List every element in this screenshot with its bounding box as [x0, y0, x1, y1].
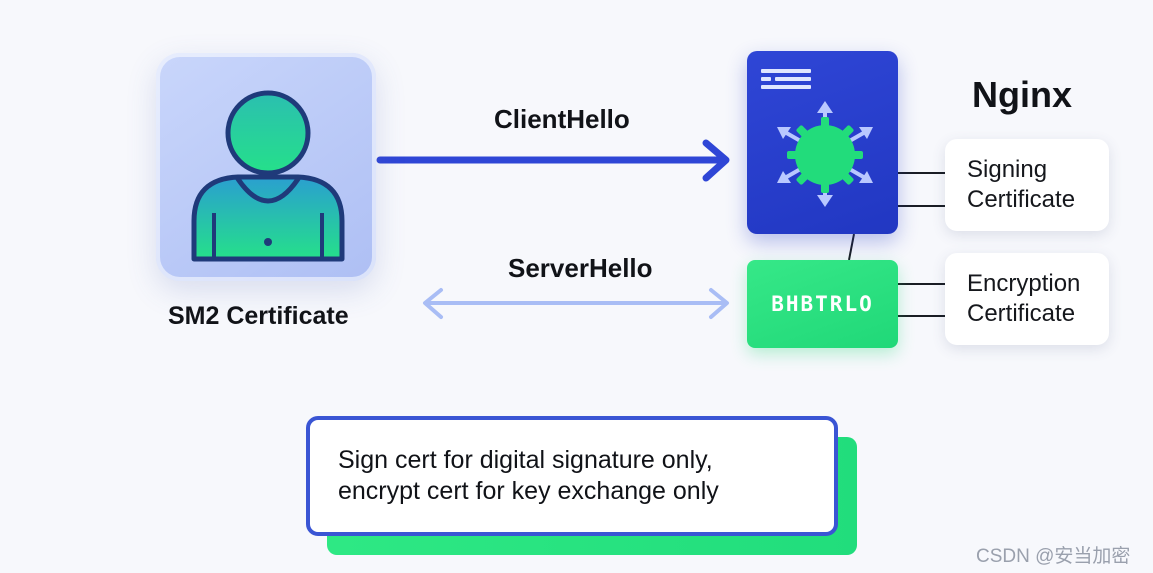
gear-network-icon	[761, 69, 873, 207]
signing-connectors	[898, 172, 945, 207]
note-line-2: encrypt cert for key exchange only	[338, 477, 719, 505]
watermark: CSDN @安当加密	[976, 546, 1131, 567]
client-hello-label: ClientHello	[494, 104, 630, 134]
client-card	[156, 53, 376, 281]
signing-cert-line-2: Certificate	[967, 186, 1076, 213]
encryption-certificate-card: Encryption Certificate	[945, 253, 1109, 345]
encryption-cert-line-1: Encryption	[967, 270, 1081, 297]
note-box: Sign cert for digital signature only, en…	[306, 416, 838, 536]
client-label: SM2 Certificate	[168, 302, 349, 330]
server-hello-label: ServerHello	[508, 253, 653, 283]
encryption-cert-line-2: Certificate	[967, 300, 1076, 327]
encrypted-data-box: BHBTRLO	[747, 260, 898, 348]
encryption-connectors	[898, 283, 945, 317]
cipher-text: BHBTRLO	[771, 292, 874, 316]
signing-certificate-card: Signing Certificate	[945, 139, 1109, 231]
menu-lines-icon	[761, 69, 811, 89]
nginx-title: Nginx	[972, 74, 1073, 115]
signing-cert-line-1: Signing	[967, 156, 1048, 183]
user-icon	[191, 90, 345, 262]
client-hello-arrow	[376, 139, 730, 182]
note-line-1: Sign cert for digital signature only,	[338, 446, 713, 474]
server-cipher-link	[848, 233, 855, 261]
server-hello-arrow	[423, 288, 729, 319]
nginx-server-box	[747, 51, 898, 234]
